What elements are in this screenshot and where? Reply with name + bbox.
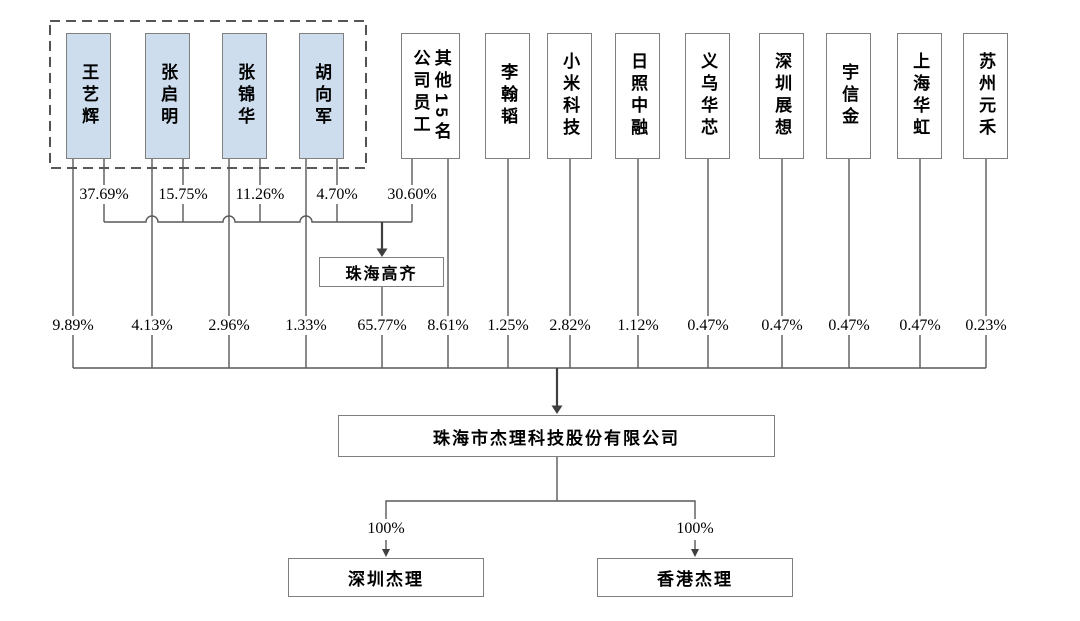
shareholder-name: 其他15名 公司员工 bbox=[410, 48, 451, 144]
subsidiary-box-shenzhen: 深圳杰理 bbox=[288, 558, 484, 597]
arrow-head-to-shenzhen bbox=[382, 549, 390, 557]
pct-shareholder1: 1.25% bbox=[484, 316, 532, 336]
subsidiary-name: 香港杰理 bbox=[657, 570, 733, 589]
pct-gaoqi-company: 65.77% bbox=[354, 316, 410, 336]
pct-shareholder7: 0.47% bbox=[896, 316, 944, 336]
shareholder-box-4: 义乌华芯 bbox=[685, 33, 730, 159]
founder-box-1: 王艺辉 bbox=[66, 33, 111, 159]
shareholder-box-2: 小米科技 bbox=[547, 33, 592, 159]
gaoqi-box: 珠海高齐 bbox=[319, 257, 444, 287]
shareholder-name: 深圳展想 bbox=[772, 52, 792, 140]
pct-shareholder6: 0.47% bbox=[825, 316, 873, 336]
arrow-head-to-hongkong bbox=[691, 549, 699, 557]
founder-name: 王艺辉 bbox=[79, 63, 99, 129]
shareholder-box-1: 李翰韬 bbox=[485, 33, 530, 159]
founder-name: 张启明 bbox=[158, 63, 178, 129]
arrow-head-to-company bbox=[551, 405, 563, 414]
shareholder-box-7: 上海华虹 bbox=[897, 33, 942, 159]
shareholder-box-5: 深圳展想 bbox=[759, 33, 804, 159]
gaoqi-name: 珠海高齐 bbox=[345, 266, 418, 283]
pct-founder1-company: 9.89% bbox=[49, 316, 97, 336]
pct-founder4-gaoqi: 4.70% bbox=[313, 185, 361, 205]
pct-founder1-gaoqi: 37.69% bbox=[76, 185, 132, 205]
shareholder-name: 苏州元禾 bbox=[976, 52, 996, 140]
founder-name: 张锦华 bbox=[235, 63, 255, 129]
employees-box: 其他15名 公司员工 bbox=[401, 33, 460, 159]
shareholder-name: 宇信金 bbox=[839, 63, 859, 129]
founder-box-4: 胡向军 bbox=[299, 33, 344, 159]
shareholder-box-8: 苏州元禾 bbox=[963, 33, 1008, 159]
founder-box-2: 张启明 bbox=[145, 33, 190, 159]
pct-shareholder8: 0.23% bbox=[962, 316, 1010, 336]
pct-shareholder4: 0.47% bbox=[684, 316, 732, 336]
shareholder-name: 上海华虹 bbox=[910, 52, 930, 140]
shareholder-name: 小米科技 bbox=[560, 52, 580, 140]
pct-founder2-gaoqi: 15.75% bbox=[155, 185, 211, 205]
subsidiary-box-hongkong: 香港杰理 bbox=[597, 558, 793, 597]
shareholder-name: 日照中融 bbox=[628, 52, 648, 140]
company-to-subsidiaries-lines bbox=[385, 457, 696, 549]
shareholder-name: 李翰韬 bbox=[498, 63, 518, 129]
pct-employees-company: 8.61% bbox=[424, 316, 472, 336]
founder-box-3: 张锦华 bbox=[222, 33, 267, 159]
shareholder-box-6: 宇信金 bbox=[826, 33, 871, 159]
company-name: 珠海市杰理科技股份有限公司 bbox=[433, 428, 680, 448]
founders-dashed-border bbox=[49, 20, 367, 169]
arrow-head-to-gaoqi bbox=[376, 248, 388, 257]
company-box: 珠海市杰理科技股份有限公司 bbox=[338, 415, 775, 457]
pct-employees-gaoqi: 30.60% bbox=[384, 185, 440, 205]
pct-founder3-gaoqi: 11.26% bbox=[232, 185, 288, 205]
pct-founder3-company: 2.96% bbox=[205, 316, 253, 336]
pct-subsidiary2: 100% bbox=[673, 519, 717, 539]
shareholder-name: 义乌华芯 bbox=[698, 52, 718, 140]
pct-shareholder2: 2.82% bbox=[546, 316, 594, 336]
pct-founder4-company: 1.33% bbox=[282, 316, 330, 336]
pct-shareholder5: 0.47% bbox=[758, 316, 806, 336]
arrow-shafts bbox=[380, 222, 559, 407]
pct-shareholder3: 1.12% bbox=[614, 316, 662, 336]
pct-subsidiary1: 100% bbox=[364, 519, 408, 539]
shareholder-box-3: 日照中融 bbox=[615, 33, 660, 159]
founder-name: 胡向军 bbox=[312, 63, 332, 129]
subsidiary-name: 深圳杰理 bbox=[348, 570, 424, 589]
pct-founder2-company: 4.13% bbox=[128, 316, 176, 336]
